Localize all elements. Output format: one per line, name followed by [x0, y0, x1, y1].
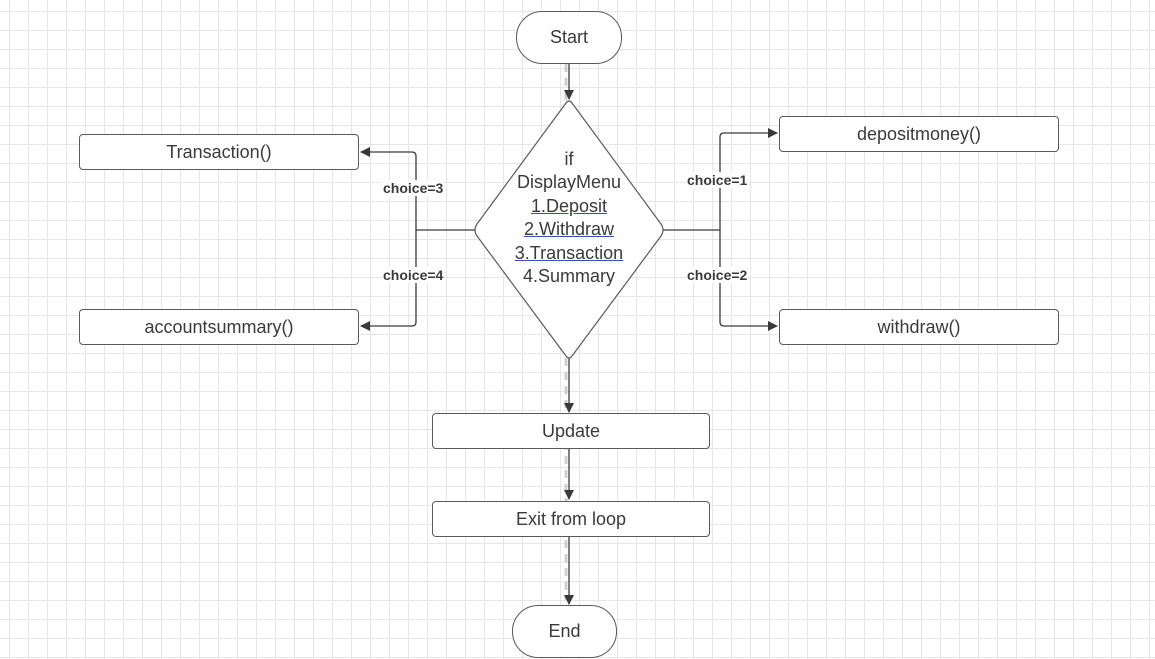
edge-label-choice3: choice=3: [382, 180, 445, 196]
withdraw-label: withdraw(): [877, 316, 961, 337]
decision-text: if DisplayMenu 1.Deposit 2.Withdraw 3.Tr…: [490, 148, 648, 288]
accountsummary-label: accountsummary(): [144, 316, 294, 337]
decision-option-summary: 4.Summary: [522, 266, 616, 287]
edge-choice4-to-accountsummary: [360, 230, 417, 331]
start-label: Start: [549, 27, 588, 47]
transaction-label: Transaction(): [166, 141, 272, 162]
edge-choice1-to-deposit: [719, 128, 778, 230]
exit-loop-label: Exit from loop: [515, 508, 627, 529]
withdraw-node[interactable]: withdraw(): [779, 309, 1059, 345]
edge-label-choice4: choice=4: [382, 267, 445, 283]
edge-choice3-to-transaction: [360, 147, 417, 230]
end-label: End: [548, 621, 581, 641]
decision-option-withdraw: 2.Withdraw: [523, 219, 615, 240]
edge-choice2-to-withdraw: [719, 230, 778, 331]
start-node[interactable]: Start: [516, 11, 622, 64]
depositmoney-node[interactable]: depositmoney(): [779, 116, 1059, 152]
update-label: Update: [541, 420, 601, 441]
decision-option-deposit: 1.Deposit: [530, 195, 608, 216]
exit-loop-node[interactable]: Exit from loop: [432, 501, 710, 537]
decision-option-transaction: 3.Transaction: [514, 242, 624, 263]
end-node[interactable]: End: [512, 605, 617, 658]
edge-label-choice1: choice=1: [686, 172, 749, 188]
update-node[interactable]: Update: [432, 413, 710, 449]
decision-diamond[interactable]: [474, 100, 664, 359]
accountsummary-node[interactable]: accountsummary(): [79, 309, 359, 345]
transaction-node[interactable]: Transaction(): [79, 134, 359, 170]
depositmoney-label: depositmoney(): [856, 123, 982, 144]
edge-label-choice2: choice=2: [686, 267, 749, 283]
decision-menu-label: DisplayMenu: [516, 172, 622, 193]
decision-if-label: if: [564, 149, 574, 169]
